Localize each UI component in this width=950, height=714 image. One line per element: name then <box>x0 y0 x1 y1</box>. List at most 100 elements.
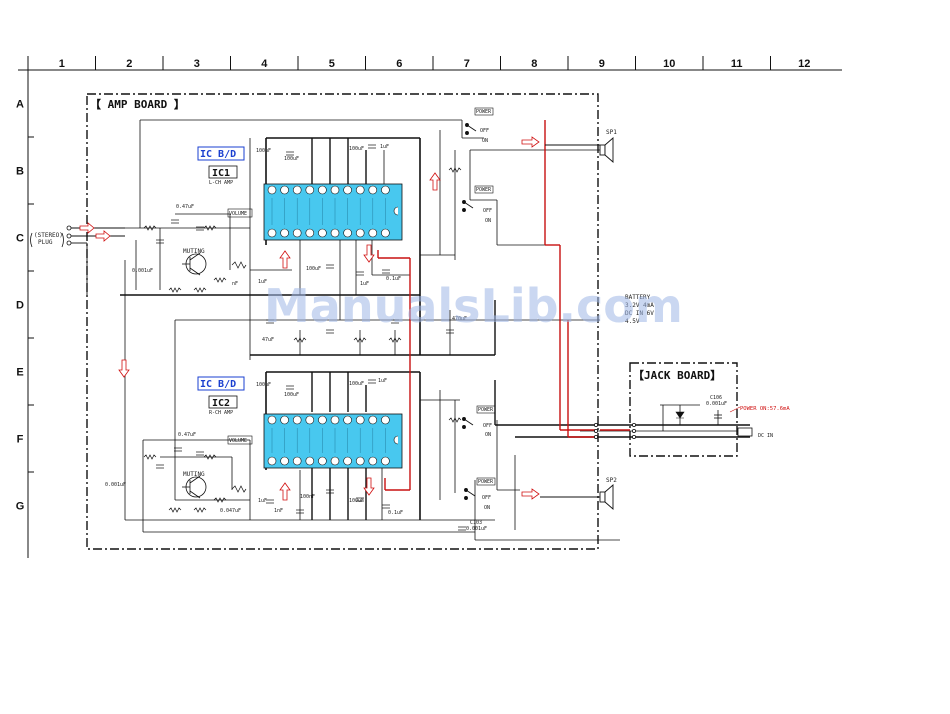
ic-pin <box>292 185 302 195</box>
cap-label: nF <box>232 281 238 287</box>
arrow-up-icon <box>429 172 441 191</box>
cap-label: 470uF <box>452 316 467 322</box>
ic-pin <box>280 228 289 238</box>
ic-pin <box>305 456 315 466</box>
arrow-down-icon <box>363 477 375 496</box>
ic2-block: IC B/D IC2 R-CH AMP <box>197 376 403 469</box>
resistor-icon <box>448 417 462 423</box>
resistor-icon <box>448 167 462 173</box>
amp-board-outline <box>86 93 599 550</box>
grid-row-label: C <box>16 233 24 245</box>
on-label-d: ON <box>484 505 490 511</box>
resistor-icon <box>143 454 157 460</box>
grid-column-label: 2 <box>126 58 132 70</box>
diode-icon <box>675 411 685 419</box>
ic-pin <box>318 228 327 238</box>
resistor-icon <box>213 497 227 503</box>
ic-pin <box>305 185 315 195</box>
passive-components <box>143 144 466 531</box>
battery-line-1: BATTERY <box>625 294 651 301</box>
grid-column-label: 12 <box>798 58 810 70</box>
ic-pin <box>343 185 352 195</box>
arrow-up-icon <box>279 482 291 501</box>
resistor-icon <box>203 454 217 460</box>
grid-row-label: B <box>16 166 24 178</box>
power-label-a: POWER <box>476 109 492 115</box>
grid-frame <box>18 56 842 558</box>
ic2-bd-label: IC B/D <box>200 379 236 390</box>
cap-label: 0.1uF <box>386 276 401 282</box>
ic2-desc: R-CH AMP <box>209 410 233 416</box>
cap-label: 0.001uF <box>105 482 126 488</box>
battery-line-3: DC IN 6V <box>625 310 654 317</box>
grid-column-label: 1 <box>59 58 65 70</box>
cap-label: 100uF <box>256 382 271 388</box>
muting-transistor-2 <box>182 475 207 499</box>
sp2-label: SP2 <box>606 477 617 484</box>
signal-arrows <box>118 136 540 501</box>
ic-pin <box>318 456 327 466</box>
stereo-plug: (STEREO) PLUG <box>30 222 125 295</box>
dc-jack-icon <box>737 427 753 437</box>
ic-pin <box>355 185 365 195</box>
resistor-icon <box>168 287 182 293</box>
off-label-a: OFF <box>480 128 489 134</box>
muting-label-1: MUTING <box>183 248 205 255</box>
grid-row-label: F <box>17 434 24 446</box>
muting-label-2: MUTING <box>183 471 205 478</box>
speaker-sp2-icon <box>540 484 614 510</box>
resistor-icon <box>353 337 367 343</box>
c106-capacitor-icon <box>714 414 722 419</box>
ic1-name: IC1 <box>212 168 230 179</box>
power-path <box>377 120 630 491</box>
jack-board-title: 【JACK BOARD】 <box>633 369 721 382</box>
ic-pin <box>280 415 289 425</box>
power-switch-group: POWER OFF ON POWER OFF ON POWER OFF ON P… <box>462 107 496 511</box>
cap-label: 1uF <box>258 279 267 285</box>
ic-pin <box>318 185 327 195</box>
off-label-b: OFF <box>483 208 492 214</box>
ic-pin <box>368 228 378 238</box>
grid-row-label: D <box>16 300 24 312</box>
off-label-c: OFF <box>483 423 492 429</box>
ic2-name: IC2 <box>212 398 230 409</box>
battery-text: BATTERY 3.2V 4mA DC IN 6V 4.5V <box>625 294 654 325</box>
ic-pin <box>381 456 390 466</box>
power-label-d: POWER <box>478 479 494 485</box>
cap-c103-value: 0.001uF <box>466 526 487 532</box>
ic-pin <box>267 415 277 425</box>
off-label-d: OFF <box>482 495 491 501</box>
ic-pin <box>330 415 340 425</box>
ic-pin <box>355 228 365 238</box>
ic-pin <box>368 415 378 425</box>
grid-row-label: A <box>16 99 24 111</box>
ic-pin <box>368 456 378 466</box>
ic-pin <box>343 456 352 466</box>
ic-pin <box>267 185 277 195</box>
ic-pin <box>381 185 390 195</box>
ic-pin <box>343 415 352 425</box>
ic-pin <box>381 228 390 238</box>
ic-pin <box>330 185 340 195</box>
ic-pin <box>292 228 302 238</box>
cap-label: 100nF <box>300 494 315 500</box>
grid-column-label: 8 <box>531 58 537 70</box>
cap-label: 0.001uF <box>132 268 153 274</box>
ic-pin <box>280 185 289 195</box>
grid-column-label: 4 <box>261 58 268 70</box>
arrow-up-icon <box>279 250 291 269</box>
battery-line-2: 3.2V 4mA <box>625 302 654 309</box>
ic-pin <box>267 228 277 238</box>
ic-pin <box>355 415 365 425</box>
ic-pin <box>355 456 365 466</box>
grid-column-label: 3 <box>194 58 200 70</box>
watermark: ManualsLib.com <box>264 279 683 333</box>
on-label-a: ON <box>482 138 488 144</box>
ic-pin <box>305 228 315 238</box>
cap-c103-label: C103 <box>470 520 482 526</box>
resistor-icon <box>213 277 227 283</box>
cap-label: 100uF <box>349 146 364 152</box>
signal-arrow-icon <box>79 222 95 234</box>
